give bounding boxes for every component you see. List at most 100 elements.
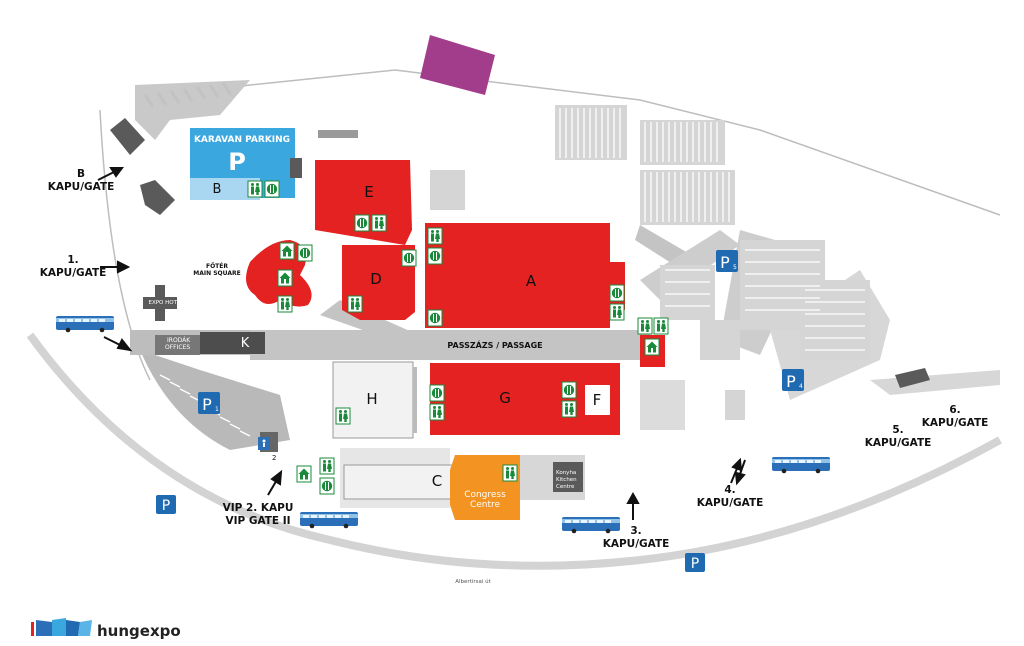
hall-letter-g: G — [499, 389, 511, 407]
hall-f[interactable]: F — [585, 385, 610, 415]
parking-p4[interactable]: P 4 — [782, 369, 804, 391]
expo-hotel-label: EXPO HOTEL — [148, 300, 184, 306]
restaurant-icon — [561, 381, 577, 399]
hall-c[interactable]: C — [343, 464, 455, 500]
svg-text:1.: 1. — [67, 254, 78, 266]
kitchen-centre[interactable]: Konyha Kitchen Centre — [553, 462, 583, 492]
gate-arrow-icon — [734, 459, 746, 486]
hall-letter-d: D — [370, 270, 382, 288]
bus-icon — [300, 512, 358, 529]
restaurant-icon — [427, 247, 443, 265]
svg-text:P: P — [202, 395, 212, 414]
svg-text:4.: 4. — [724, 484, 735, 496]
congress-label-2: Centre — [470, 500, 501, 510]
hall-h[interactable]: H — [332, 361, 417, 439]
svg-text:3.: 3. — [630, 525, 641, 537]
hall-letter-k: K — [241, 336, 250, 351]
kitchen-label-1: Konyha — [556, 470, 576, 476]
hall-letter-h: H — [366, 390, 377, 408]
svg-text:5: 5 — [733, 264, 737, 271]
parking-p5[interactable]: P 5 — [716, 250, 738, 272]
svg-text:KAPU/GATE: KAPU/GATE — [865, 437, 932, 449]
svg-text:VIP 2. KAPU: VIP 2. KAPU — [223, 502, 294, 514]
gate-4[interactable]: 4. KAPU/GATE — [697, 484, 764, 509]
gate-arrows — [97, 167, 746, 520]
svg-text:KAPU/GATE: KAPU/GATE — [40, 267, 107, 279]
main-square-label-2: MAIN SQUARE — [193, 270, 240, 277]
toilet-icon — [335, 407, 351, 425]
offices-label-2: OFFICES — [165, 344, 190, 351]
kitchen-label-2: Kitchen — [556, 477, 577, 483]
svg-text:VIP GATE II: VIP GATE II — [225, 515, 290, 527]
info-house-icon — [277, 269, 293, 287]
gate-6[interactable]: 6. KAPU/GATE — [922, 404, 989, 429]
info-house-icon — [296, 465, 312, 483]
logo-text: hungexpo — [97, 622, 181, 640]
svg-text:4: 4 — [799, 383, 803, 390]
gate-3[interactable]: 3. KAPU/GATE — [603, 525, 670, 550]
toilet-icon — [637, 317, 653, 335]
gate-1[interactable]: 1. KAPU/GATE — [40, 254, 107, 279]
toilet-icon — [277, 295, 293, 313]
gate-arrow-icon — [730, 457, 743, 484]
svg-text:KAPU/GATE: KAPU/GATE — [603, 538, 670, 550]
restaurant-icon — [609, 284, 625, 302]
toilet-icon — [561, 400, 577, 418]
street-label: Albertirsai út — [455, 578, 491, 585]
svg-text:KAPU/GATE: KAPU/GATE — [697, 497, 764, 509]
parking-rows — [430, 105, 870, 420]
info-house-icon — [644, 338, 660, 356]
toilet-icon — [427, 227, 443, 245]
gate-arrow-icon — [97, 167, 124, 181]
toilet-icon — [502, 464, 518, 482]
gate-vip-2[interactable]: VIP 2. KAPU VIP GATE II — [223, 502, 294, 527]
dark-buildings — [110, 118, 930, 452]
hungexpo-logo[interactable]: hungexpo — [31, 618, 181, 640]
svg-text:1: 1 — [215, 406, 219, 413]
restaurant-icon — [264, 180, 280, 198]
svg-text:P: P — [162, 498, 170, 514]
offices-label-1: IRODÁK — [167, 337, 191, 344]
toilet-icon — [347, 295, 363, 313]
expo-hotel[interactable]: EXPO HOTEL — [143, 285, 184, 321]
toilet-icon — [247, 180, 263, 198]
hall-letter-b: B — [213, 182, 222, 197]
gate-arrow-icon — [103, 336, 133, 352]
restaurant-icon — [297, 244, 313, 262]
gate-b[interactable]: B KAPU/GATE — [48, 168, 115, 193]
vip-number: 2 — [272, 454, 276, 462]
congress-label-1: Congress — [464, 490, 506, 500]
hall-letter-e: E — [364, 183, 373, 201]
toilet-icon — [319, 457, 335, 475]
magenta-area — [420, 35, 495, 95]
offices[interactable]: IRODÁK OFFICES K — [165, 336, 250, 351]
svg-text:KAPU/GATE: KAPU/GATE — [922, 417, 989, 429]
gate-arrow-icon — [267, 469, 283, 496]
svg-text:P: P — [786, 372, 796, 391]
bus-icon — [562, 517, 620, 534]
svg-text:P: P — [720, 253, 730, 272]
hall-e[interactable]: E — [315, 160, 412, 245]
gate-arrow-icon — [100, 260, 131, 274]
hall-letter-a: A — [526, 272, 537, 290]
svg-text:P: P — [691, 556, 699, 572]
bus-icon — [56, 316, 114, 333]
parking-stripes-nw — [143, 82, 233, 108]
hall-a[interactable]: A — [425, 223, 625, 328]
main-square-label-1: FŐTÉR — [206, 262, 228, 270]
hall-letter-c: C — [432, 472, 442, 490]
parking-stripes — [559, 108, 865, 351]
accessible-icon: 2 — [258, 437, 276, 462]
svg-text:B: B — [77, 168, 85, 180]
restaurant-icon — [319, 477, 335, 495]
gate-arrow-icon — [626, 491, 640, 520]
parking-left[interactable]: P — [156, 495, 176, 514]
parking-bottom[interactable]: P — [685, 553, 705, 572]
toilet-icon — [653, 317, 669, 335]
restaurant-icon — [427, 309, 443, 327]
gate-5[interactable]: 5. KAPU/GATE — [865, 424, 932, 449]
parking-p1[interactable]: P 1 — [198, 392, 220, 414]
restaurant-icon — [429, 384, 445, 402]
toilet-icon — [609, 303, 625, 321]
